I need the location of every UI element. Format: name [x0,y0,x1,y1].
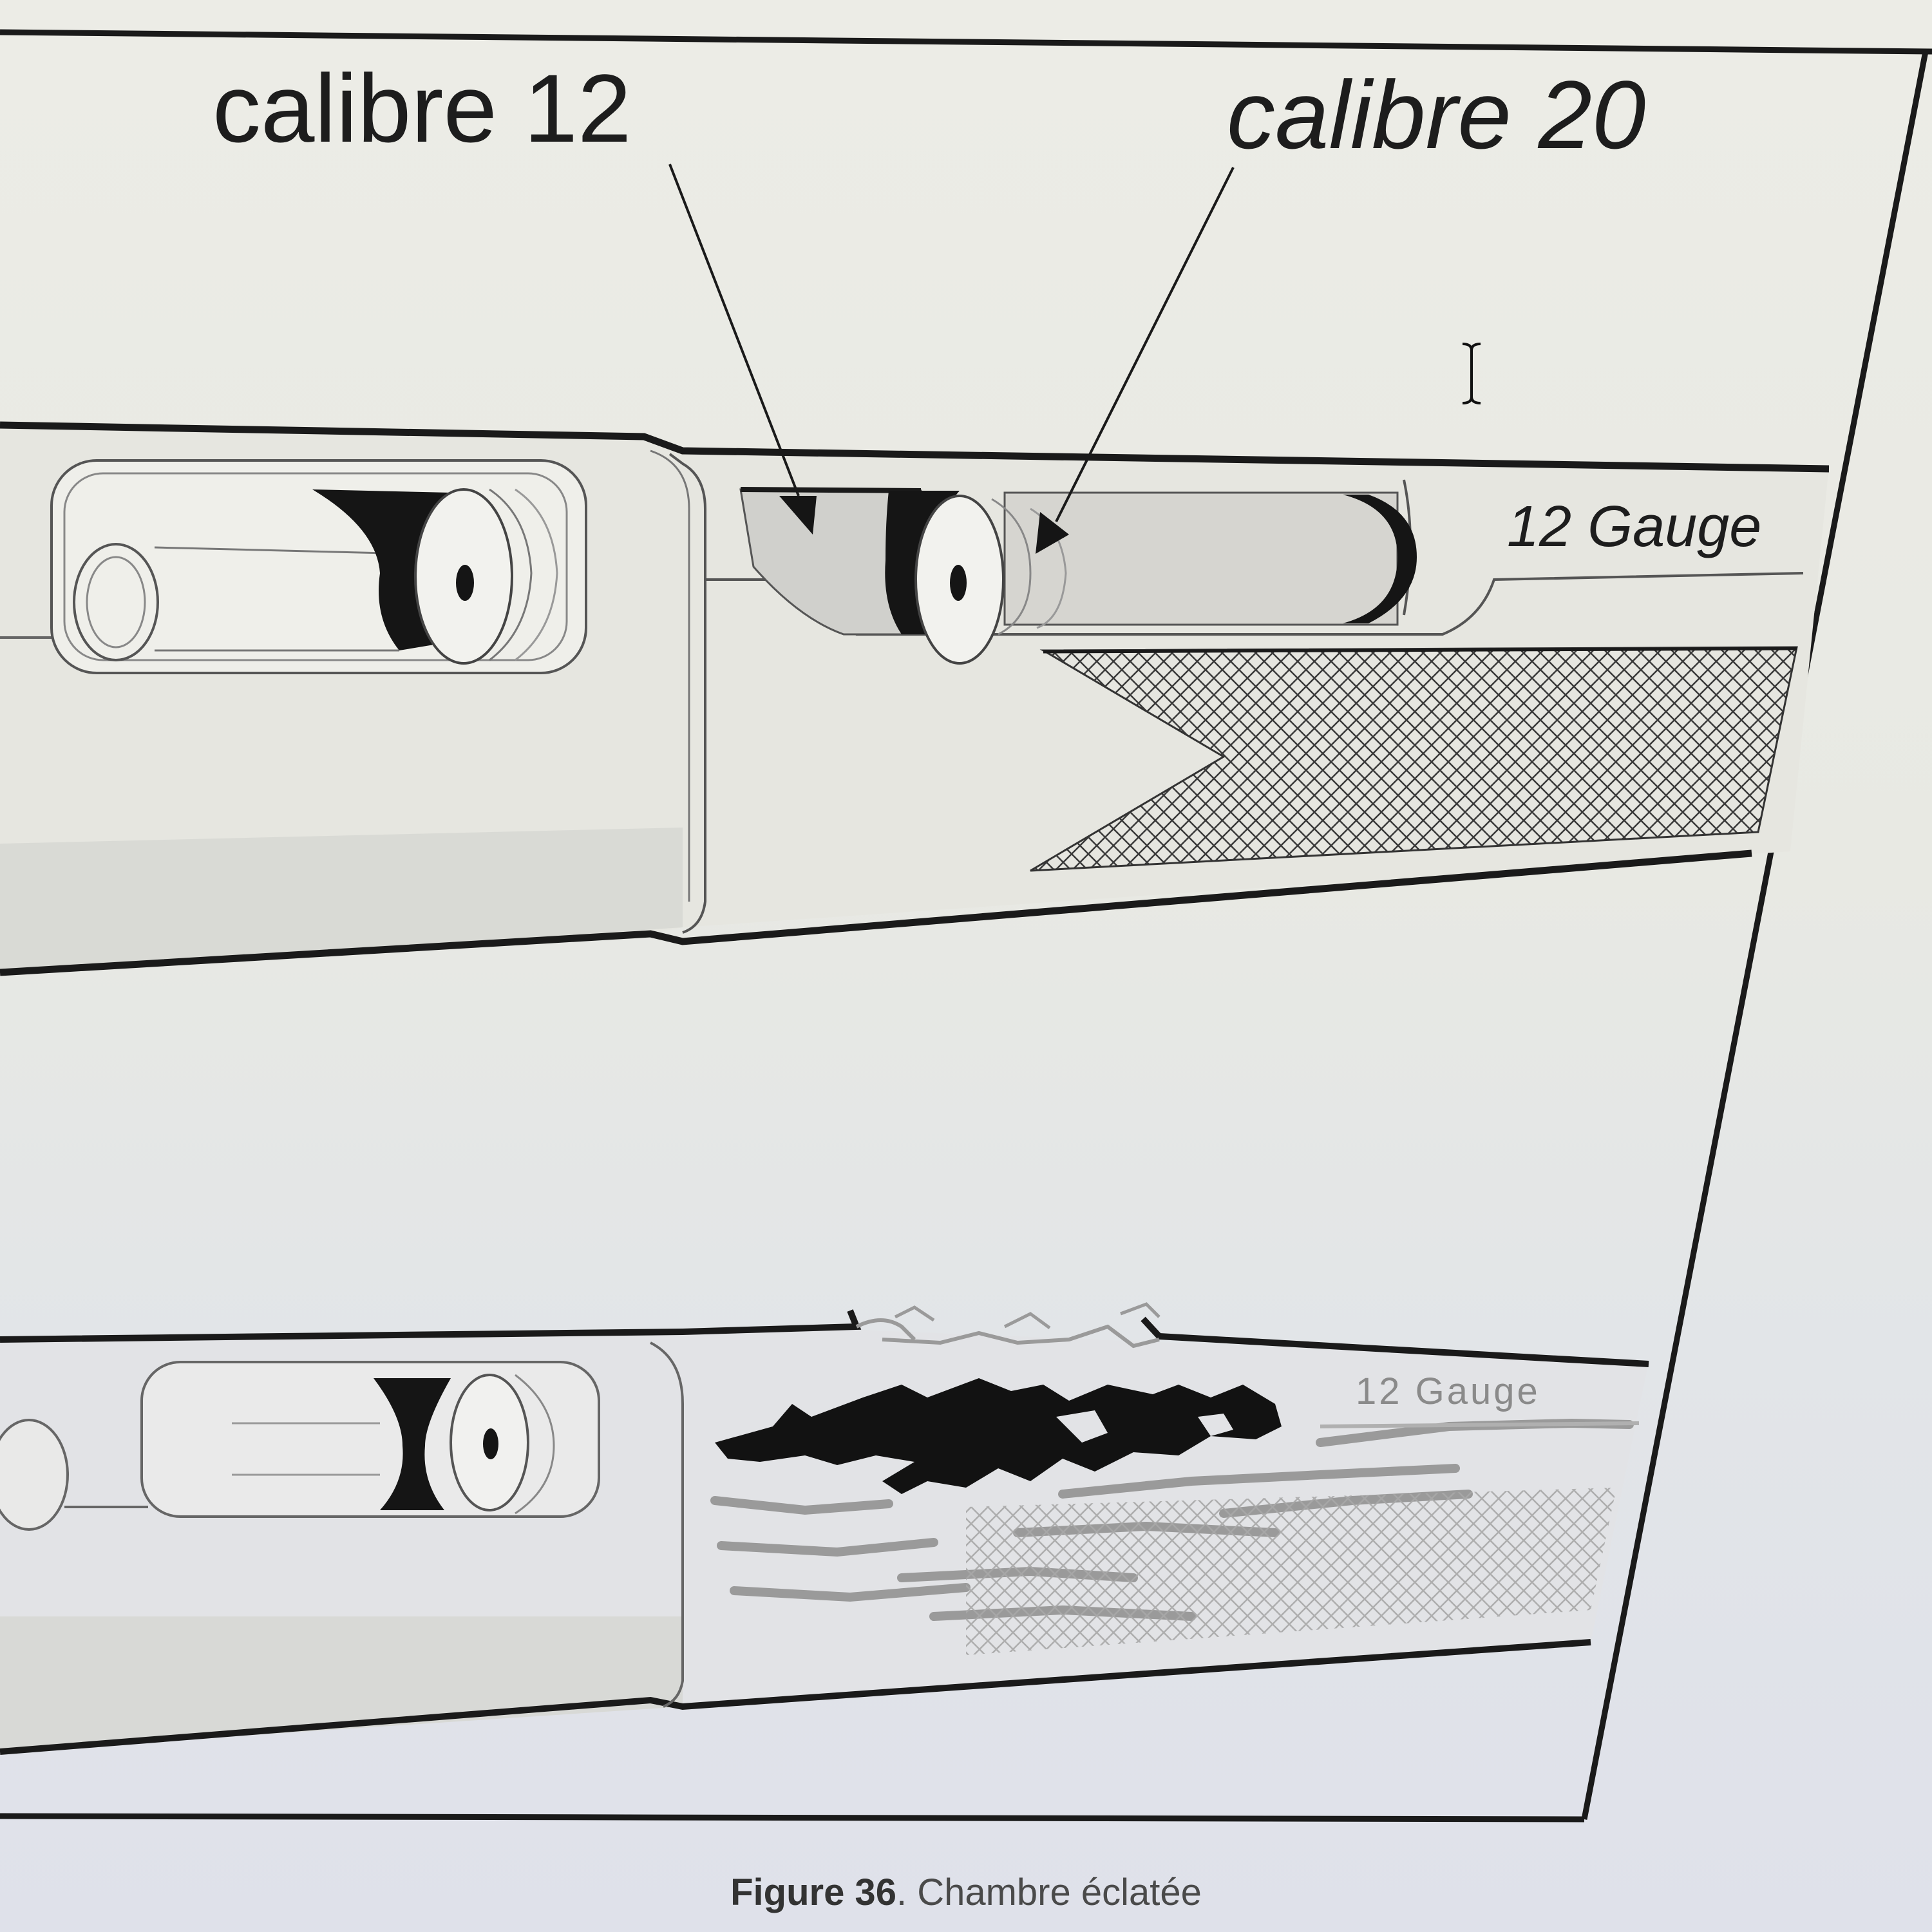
calibre20-leader [1055,167,1235,522]
top-barrel-bottom-edge [0,849,1752,976]
calibre12-label: calibre 12 [213,54,631,162]
gauge-label-top: 12 Gauge [1507,495,1761,559]
figure-caption: Figure 36. Chambre éclatée [0,1871,1932,1916]
shell-bottom-dark [374,1378,451,1510]
gauge-label-bottom: 12 Gauge [1356,1370,1540,1412]
calibre20-label: calibre 20 [1227,61,1645,169]
calibre12-leader [668,164,800,497]
calibre12-arrowhead [779,496,817,535]
top-barrel [0,421,1830,976]
callout-lines [668,164,1235,554]
bottom-hatch-area [966,1488,1616,1655]
shell-12-breech-dark [312,489,451,650]
figure-title: Chambre éclatée [917,1871,1202,1913]
figure-number: Figure 36 [730,1871,896,1913]
top-barrel-top-edge [0,421,1830,473]
bottom-barrel-top-edge [0,1309,862,1343]
shell-20-body [1003,491,1399,626]
bottom-barrel [0,1302,1649,1755]
calibre20-arrowhead [1036,512,1069,554]
burst-fragments-top [855,1318,1160,1349]
page-frame [0,29,1932,1823]
bottom-barrel-bottom-edge [0,1639,1591,1755]
text-cursor-icon [1462,343,1481,404]
caption-separator: . [896,1871,907,1913]
burst-explosion [715,1378,1282,1494]
